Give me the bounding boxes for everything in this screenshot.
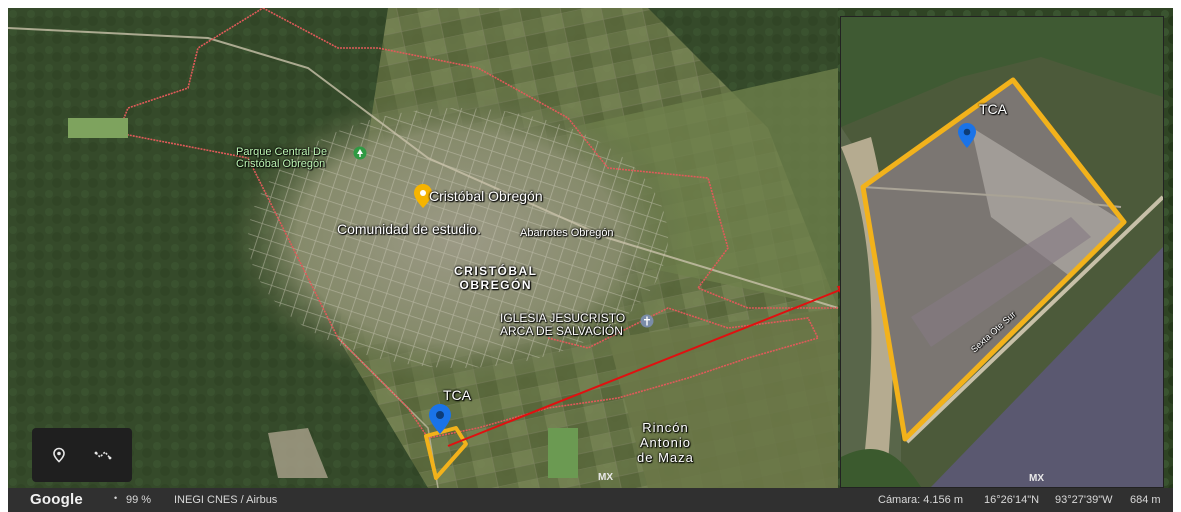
rincon-label-line3: de Maza: [637, 450, 694, 465]
map-viewer[interactable]: Parque Central De Cristóbal Obregón Cris…: [8, 8, 1173, 512]
inset-tca-label: TCA: [979, 101, 1007, 117]
map-mx-mark: MX: [598, 472, 613, 483]
rincon-label[interactable]: Rincón Antonio de Maza: [637, 420, 694, 465]
add-placemark-button[interactable]: [44, 440, 74, 470]
study-community-label: Comunidad de estudio.: [337, 221, 481, 237]
rincon-label-line1: Rincón: [642, 420, 689, 435]
google-logo: Google: [30, 491, 83, 508]
tca-pin-icon[interactable]: [429, 404, 451, 434]
park-label[interactable]: Parque Central De Cristóbal Obregón: [236, 146, 327, 170]
loading-percent: 99 %: [126, 494, 152, 506]
status-bar: Google • 99 % INEGI CNES / Airbus Cámara…: [8, 488, 1173, 512]
loading-indicator-icon: •: [114, 493, 118, 503]
attribution-text[interactable]: INEGI CNES / Airbus: [174, 494, 278, 506]
elevation-readout: 684 m: [1130, 494, 1161, 506]
inset-satellite: [841, 17, 1163, 487]
park-label-line1: Parque Central De: [236, 146, 328, 158]
town-name-line2: OBREGÓN: [459, 278, 532, 292]
tca-label: TCA: [443, 387, 471, 403]
park-label-line2: Cristóbal Obregón: [236, 158, 326, 170]
latitude-readout: 16°26'14"N: [984, 494, 1040, 506]
camera-altitude: Cámara: 4.156 m: [878, 494, 963, 506]
inset-zoom-image: TCA Sexta Ote Sur MX: [840, 16, 1164, 488]
rincon-label-line2: Antonio: [639, 435, 691, 450]
location-pin-icon: [53, 447, 65, 463]
town-name-label: CRISTÓBAL OBREGÓN: [454, 264, 538, 292]
church-icon[interactable]: [640, 314, 654, 328]
town-name-line1: CRISTÓBAL: [454, 264, 538, 278]
town-pin-label[interactable]: Cristóbal Obregón: [429, 188, 543, 204]
draw-path-button[interactable]: [88, 440, 118, 470]
map-controls: [32, 428, 132, 482]
park-icon[interactable]: [353, 146, 367, 160]
longitude-readout: 93°27'39"W: [1055, 494, 1113, 506]
town-pin-icon[interactable]: [414, 184, 432, 208]
church-label-line1: IGLESIA JESUCRISTO: [500, 311, 626, 325]
church-label[interactable]: IGLESIA JESUCRISTO ARCA DE SALVACIÓN: [500, 312, 625, 338]
store-label[interactable]: Abarrotes Obregón: [520, 227, 614, 239]
inset-mx-mark: MX: [1029, 473, 1044, 484]
path-measure-icon: [94, 450, 112, 460]
church-label-line2: ARCA DE SALVACIÓN: [500, 324, 623, 338]
